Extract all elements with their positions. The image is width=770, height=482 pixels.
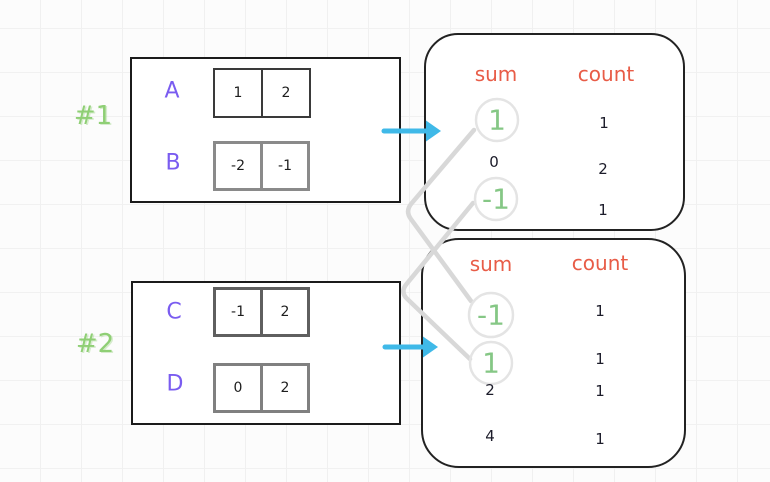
table-2-sum-value: 1: [482, 346, 500, 380]
array-d-label: D: [166, 371, 184, 397]
array-d-cell-0: 0: [213, 363, 263, 413]
table-2-sum-value: 2: [485, 381, 495, 399]
array-d-cell-1: 2: [260, 363, 310, 413]
array-b-cell-0: -2: [213, 141, 263, 191]
table-2-count-header: count: [571, 251, 629, 275]
table-1-count-header: count: [577, 62, 635, 86]
table-2-count-value: 1: [595, 350, 605, 368]
table-1-count-value: 1: [599, 114, 609, 132]
table-1-count-value: 2: [598, 160, 608, 178]
table-1-count-value: 1: [598, 201, 608, 219]
table-2-sum-header: sum: [469, 252, 513, 276]
table-1-sum-value: 1: [488, 103, 506, 137]
table-2-count-value: 1: [595, 430, 605, 448]
example-1-sum-table: [424, 33, 685, 231]
array-a-cell-0: 1: [213, 68, 263, 118]
table-2-sum-value: 4: [485, 427, 495, 445]
array-a-cell-1: 2: [261, 68, 311, 118]
array-c-cell-1: 2: [260, 287, 310, 337]
table-2-count-value: 1: [595, 302, 605, 320]
table-1-sum-value: -1: [482, 182, 510, 216]
array-b-cell-1: -1: [260, 141, 310, 191]
example-2-sum-table: [421, 238, 686, 468]
array-a-label: A: [164, 78, 180, 104]
array-b-label: B: [165, 150, 181, 176]
table-1-sum-value: 0: [489, 153, 499, 171]
example-2-label: #2: [75, 329, 115, 359]
array-c-label: C: [166, 299, 182, 325]
array-a-cells: 1 2: [213, 68, 311, 118]
example-1-label: #1: [73, 101, 113, 131]
table-1-sum-header: sum: [474, 62, 518, 86]
array-d-cells: 0 2: [213, 363, 310, 413]
array-b-cells: -2 -1: [213, 141, 310, 191]
table-2-count-value: 1: [595, 382, 605, 400]
array-c-cell-0: -1: [213, 287, 263, 337]
array-c-cells: -1 2: [213, 287, 310, 337]
table-2-sum-value: -1: [477, 298, 505, 332]
